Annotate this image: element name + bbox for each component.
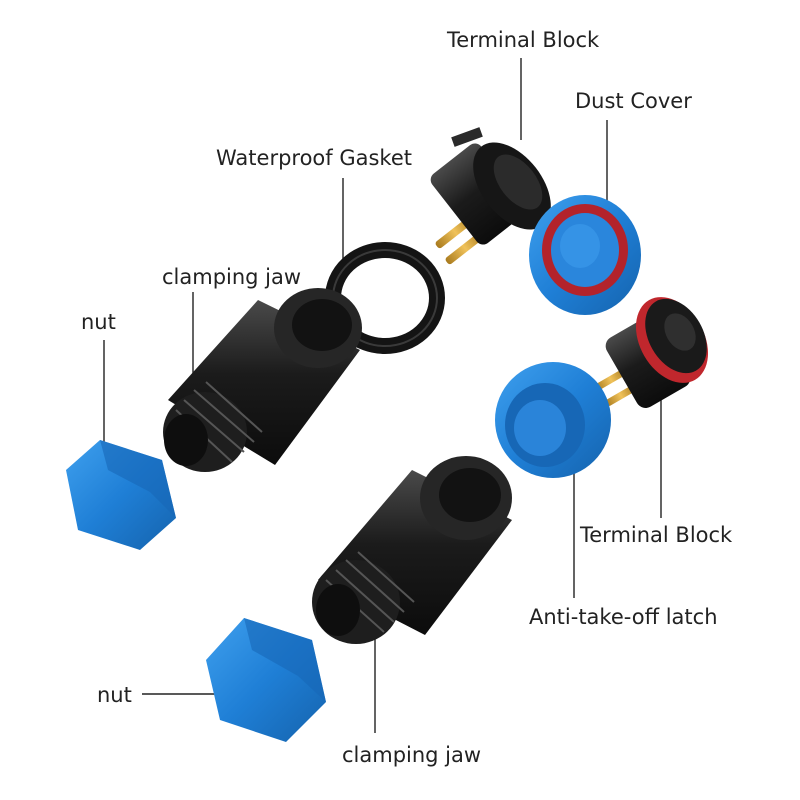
anti-take-off-latch-part [495, 362, 611, 478]
dust-cover-part [529, 195, 641, 315]
label-terminal-block-right: Terminal Block [580, 523, 733, 547]
nut-top-part [66, 440, 176, 550]
label-waterproof-gasket: Waterproof Gasket [216, 146, 412, 170]
label-clamping-jaw-bottom: clamping jaw [342, 743, 482, 767]
terminal-block-right-part [595, 297, 709, 408]
label-nut-bottom: nut [97, 683, 132, 707]
label-anti-take-off-latch: Anti-take-off latch [529, 605, 718, 629]
label-nut-top: nut [81, 310, 116, 334]
label-terminal-block-top: Terminal Block [447, 28, 600, 52]
clamping-jaw-top-part [163, 288, 362, 472]
nut-bottom-part [206, 618, 326, 742]
leader-lines [103, 58, 662, 733]
label-clamping-jaw-top: clamping jaw [162, 265, 302, 289]
terminal-block-top-part [430, 127, 551, 265]
label-dust-cover: Dust Cover [575, 89, 692, 113]
clamping-jaw-bottom-part [312, 456, 512, 644]
